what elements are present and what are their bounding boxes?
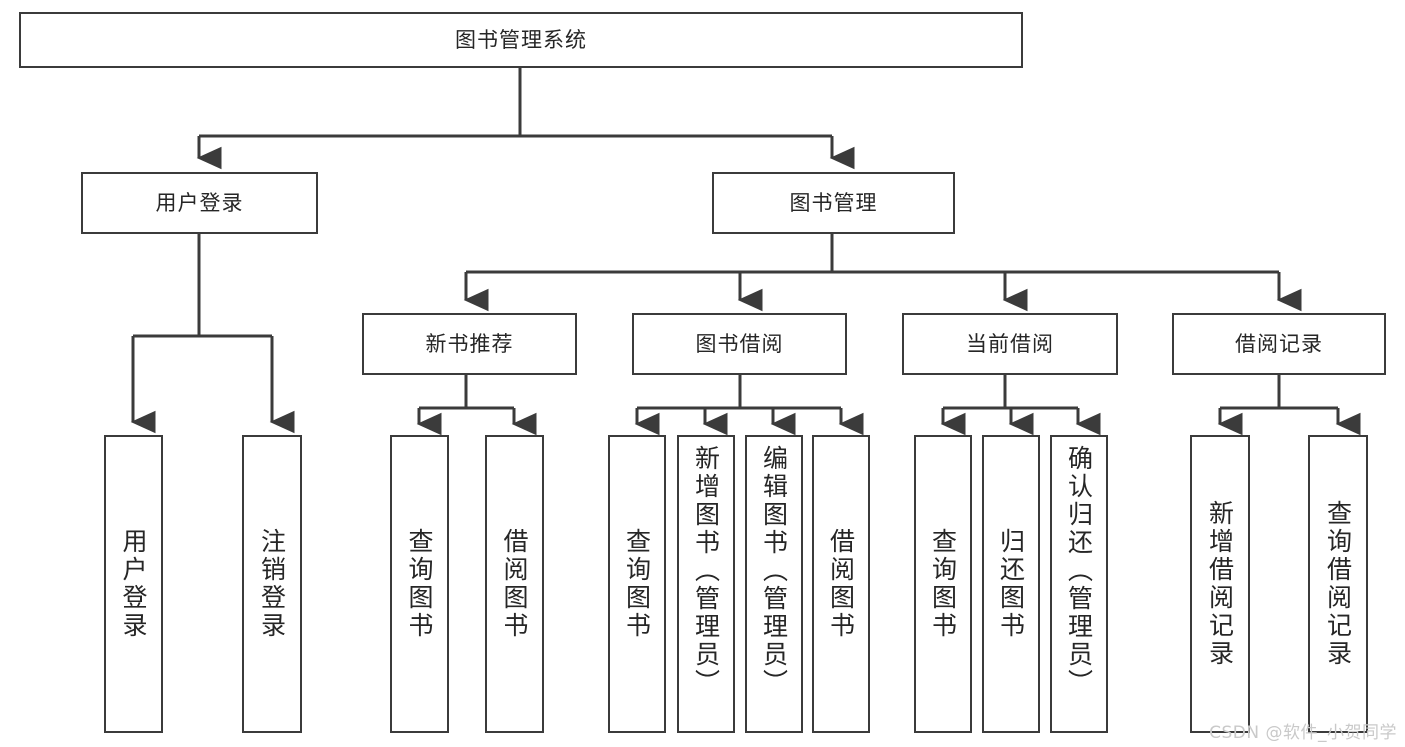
node-book-management-label: 图书管理 — [789, 190, 878, 215]
watermark: CSDN @软件_小贺同学 — [1209, 723, 1397, 743]
node-leaf-user-login-label: 用户登录 — [119, 528, 148, 640]
node-leaf-query-record[interactable]: 查询借阅记录 — [1308, 435, 1368, 733]
node-leaf-return-book[interactable]: 归还图书 — [982, 435, 1040, 733]
node-book-management[interactable]: 图书管理 — [712, 172, 955, 234]
node-leaf-user-login[interactable]: 用户登录 — [104, 435, 163, 733]
node-leaf-edit-book[interactable]: 编辑图书（管理员） — [745, 435, 803, 733]
node-leaf-query-book-1[interactable]: 查询图书 — [390, 435, 449, 733]
node-leaf-borrow-book-2-label: 借阅图书 — [826, 528, 856, 640]
node-leaf-add-record-label: 新增借阅记录 — [1205, 500, 1235, 668]
node-borrow-record-label: 借阅记录 — [1235, 331, 1323, 356]
node-leaf-query-book-3-label: 查询图书 — [928, 528, 958, 640]
node-leaf-edit-book-label: 编辑图书（管理员） — [759, 445, 789, 697]
node-user-login-label: 用户登录 — [155, 190, 244, 215]
node-leaf-query-book-3[interactable]: 查询图书 — [914, 435, 972, 733]
node-new-book-recommend-label: 新书推荐 — [425, 331, 514, 356]
node-leaf-query-book-2-label: 查询图书 — [622, 528, 652, 640]
node-borrow-record[interactable]: 借阅记录 — [1172, 313, 1386, 375]
node-new-book-recommend[interactable]: 新书推荐 — [362, 313, 577, 375]
node-user-login[interactable]: 用户登录 — [81, 172, 318, 234]
node-current-borrow-label: 当前借阅 — [966, 331, 1054, 356]
node-leaf-borrow-book-1[interactable]: 借阅图书 — [485, 435, 544, 733]
node-leaf-query-book-1-label: 查询图书 — [405, 528, 434, 640]
node-book-borrow[interactable]: 图书借阅 — [632, 313, 847, 375]
node-leaf-logout-login[interactable]: 注销登录 — [242, 435, 302, 733]
node-root[interactable]: 图书管理系统 — [19, 12, 1023, 68]
node-current-borrow[interactable]: 当前借阅 — [902, 313, 1118, 375]
node-leaf-query-record-label: 查询借阅记录 — [1323, 500, 1353, 668]
node-leaf-confirm-return[interactable]: 确认归还（管理员） — [1050, 435, 1108, 733]
node-leaf-logout-login-label: 注销登录 — [257, 528, 287, 640]
node-leaf-query-book-2[interactable]: 查询图书 — [608, 435, 666, 733]
node-root-label: 图书管理系统 — [455, 27, 587, 52]
node-leaf-add-record[interactable]: 新增借阅记录 — [1190, 435, 1250, 733]
node-leaf-add-book[interactable]: 新增图书（管理员） — [677, 435, 735, 733]
node-leaf-return-book-label: 归还图书 — [996, 528, 1026, 640]
node-leaf-add-book-label: 新增图书（管理员） — [691, 445, 721, 697]
node-leaf-borrow-book-1-label: 借阅图书 — [500, 528, 529, 640]
node-book-borrow-label: 图书借阅 — [695, 331, 784, 356]
node-leaf-confirm-return-label: 确认归还（管理员） — [1064, 445, 1094, 697]
node-leaf-borrow-book-2[interactable]: 借阅图书 — [812, 435, 870, 733]
